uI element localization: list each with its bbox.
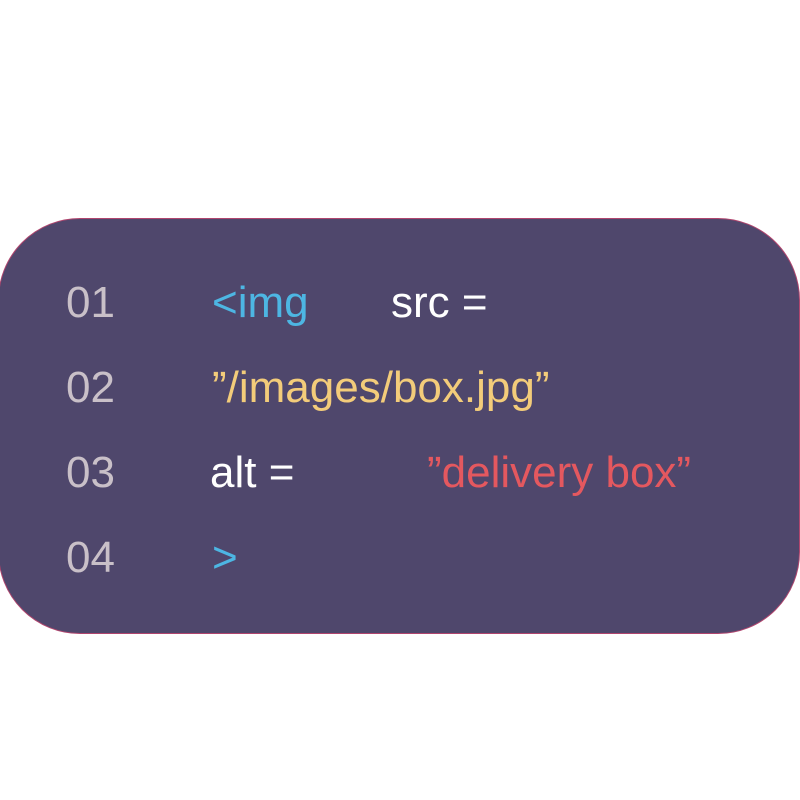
img-tag-close: > [212, 533, 238, 582]
code-snippet-card: 01 <img src = 02 ”/images/box.jpg” 03 al… [0, 218, 800, 634]
img-tag-open: <img [212, 278, 309, 327]
alt-attribute: alt = [210, 448, 295, 497]
alt-value: ”delivery box” [427, 448, 692, 497]
line-number-03: 03 [66, 448, 115, 497]
src-value: ”/images/box.jpg” [212, 363, 550, 412]
line-number-01: 01 [66, 278, 115, 327]
src-attribute: src = [391, 278, 488, 327]
line-number-02: 02 [66, 363, 115, 412]
line-number-04: 04 [66, 533, 115, 582]
